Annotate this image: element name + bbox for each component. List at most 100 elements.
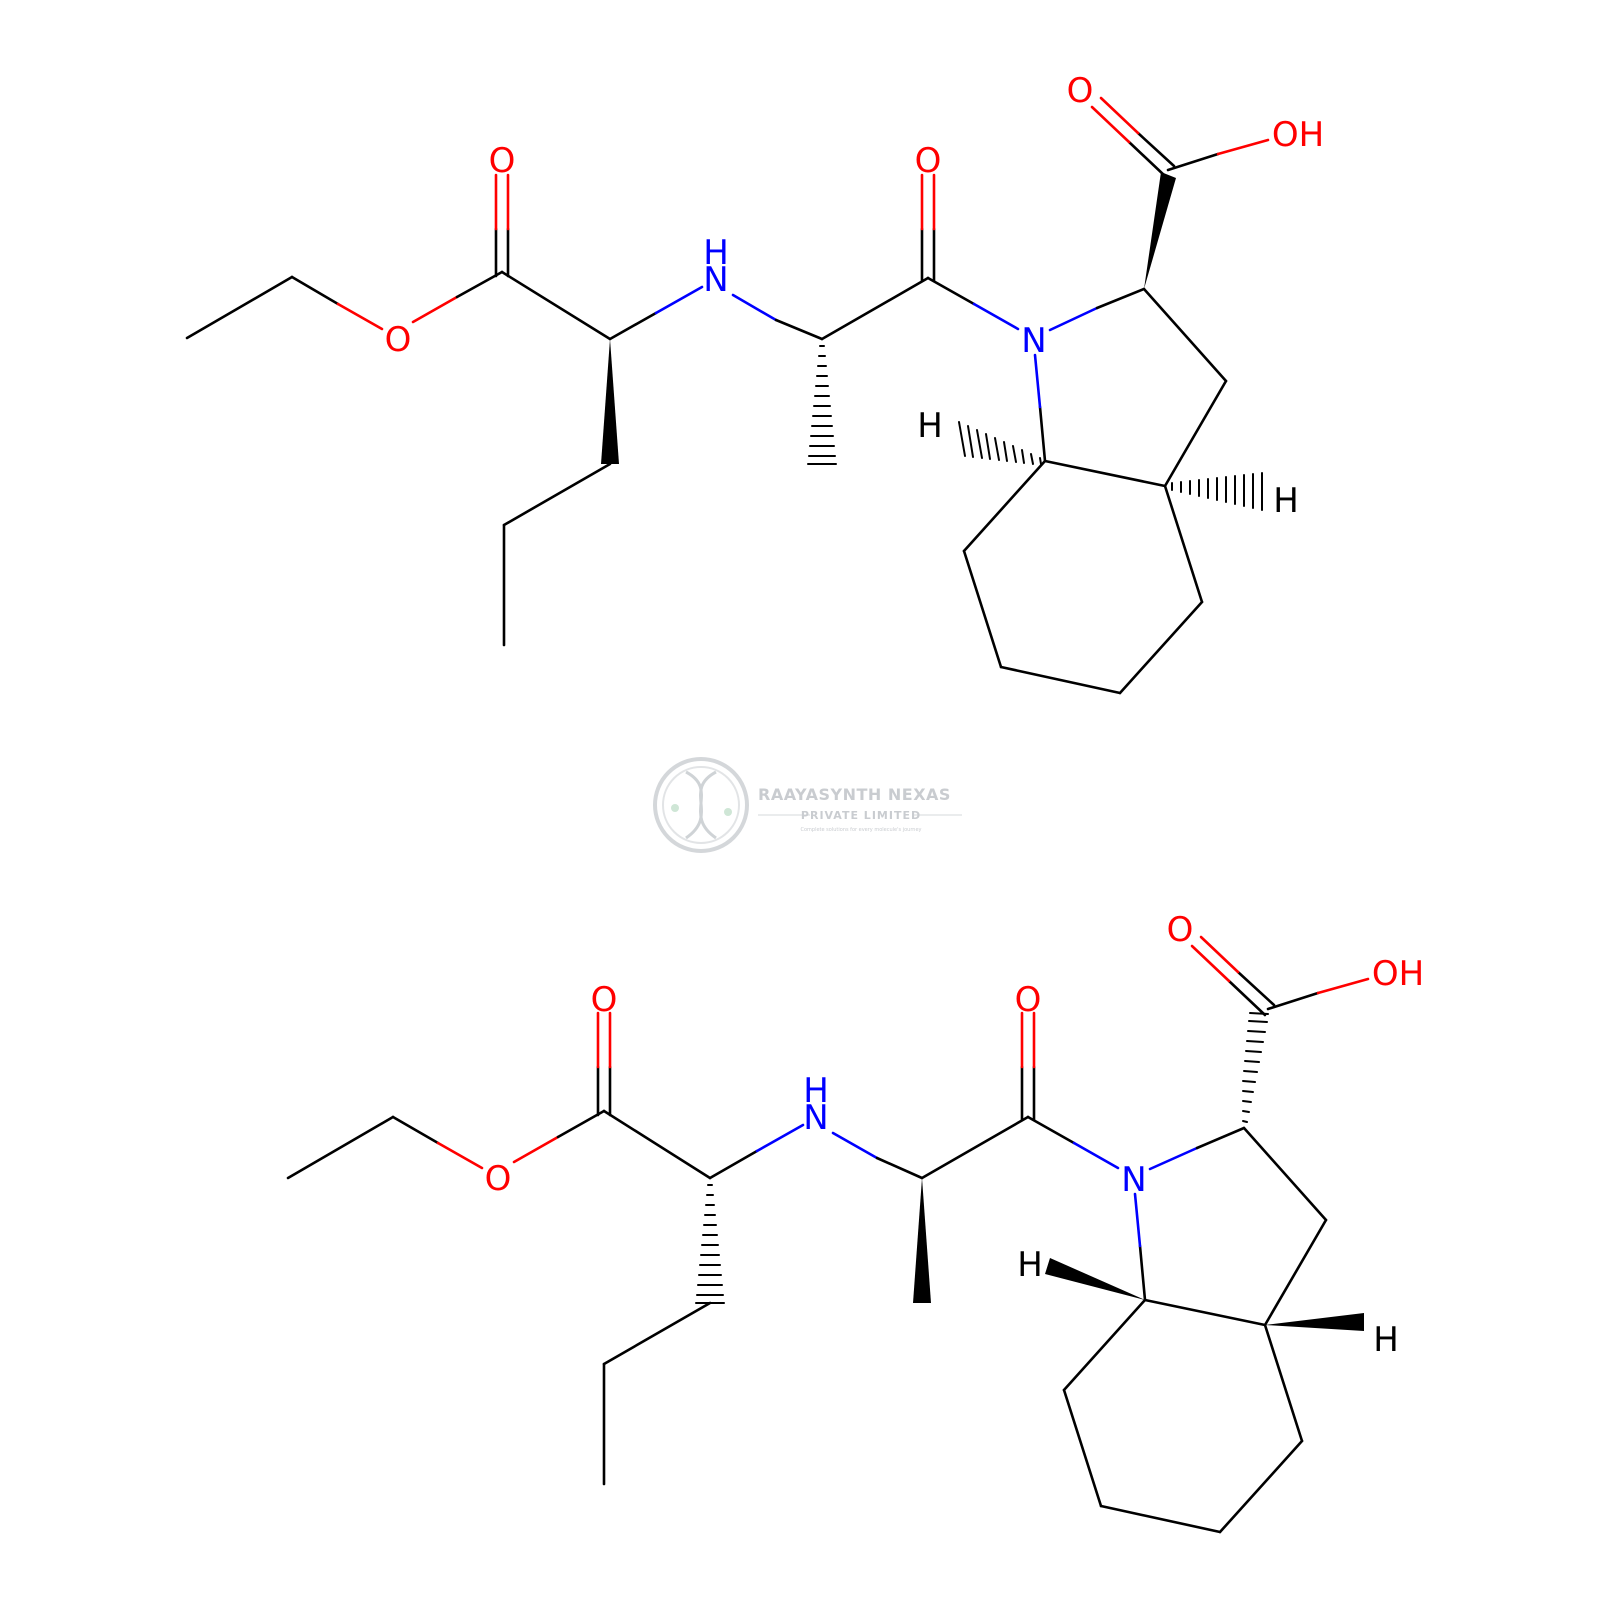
bond [1163,379,1228,488]
bond [455,270,504,299]
bond [500,270,612,341]
bond [962,459,1047,553]
bond [1199,935,1240,974]
bond [1095,287,1146,310]
bond [436,1141,484,1170]
hashed-bond [695,1184,725,1304]
bond [1133,1192,1142,1248]
bond [1216,138,1270,156]
bond [512,1135,560,1164]
logo-inner [662,766,740,844]
bond [962,549,1003,669]
atom-label-hydroxyl: OH [1372,954,1424,994]
watermark-tagline: Complete solutions for every molecule's … [801,827,922,833]
atom-label-hydrogen: H [703,233,729,273]
watermark-subtitle: PRIVATE LIMITED [801,809,921,822]
bond [1190,944,1231,983]
wedge-bond [1265,1313,1364,1331]
atom-label-hydrogen: H [1273,481,1299,521]
bond [1033,353,1042,409]
bond [1143,1298,1267,1327]
logo-ring [653,757,749,853]
molecule-dot-icon [671,804,679,812]
bond [1138,1244,1147,1302]
bond [286,1115,395,1180]
atom-label-oxygen: O [485,1159,512,1199]
bond [708,1149,759,1180]
atom-label-oxygen: O [915,141,942,181]
bond [1048,306,1099,332]
bond [1136,131,1176,168]
bond [831,1131,879,1160]
atom-label-oxygen: O [591,980,618,1020]
bond [185,275,294,340]
bond [411,295,459,324]
bond [774,318,824,341]
bond [654,285,704,315]
bond [1242,1126,1328,1222]
hashed-bond [807,345,837,465]
bond [1062,1388,1103,1508]
wedge-bond [1045,1258,1145,1300]
bond [755,1123,805,1153]
bond [972,302,1020,331]
bond [1163,484,1204,604]
atom-label-nitrogen: N [1121,1160,1146,1200]
bond [1166,152,1220,172]
bond [1026,1115,1076,1145]
atom-label-oxygen: O [1067,71,1094,111]
bond [1316,977,1370,995]
bond [391,1115,440,1145]
bond [731,293,778,322]
atom-label-oxygen: O [1015,980,1042,1020]
bond [999,665,1122,695]
atom-label-nitrogen: N [703,260,728,300]
bond [1099,1504,1222,1534]
hashed-bond [1171,472,1263,511]
bond [1236,970,1276,1007]
molecule-dot-icon [724,808,732,816]
bond [1118,600,1204,695]
atom-label-nitrogen: N [1021,321,1046,361]
bond [556,1109,606,1139]
wedge-bond [601,339,619,464]
dna-helix-icon [685,770,717,840]
bond [1266,991,1320,1011]
bond [602,1109,712,1180]
bond [608,311,658,341]
bond [1127,140,1167,178]
atom-label-oxygen: O [385,320,412,360]
bond [602,1301,712,1366]
wedge-bond [1144,172,1176,289]
atom-label-hydroxyl: OH [1272,115,1324,155]
bond [1062,1298,1147,1392]
atom-label-hydrogen: H [1373,1320,1399,1360]
bond [1099,96,1140,135]
company-watermark: RAAYASYNTH NEXAS PRIVATE LIMITED Complet… [653,757,962,853]
bond [820,276,930,341]
molecule-top: O O H N O N O OH H H [185,71,1324,695]
bond [1263,1218,1328,1327]
molecule-bottom: O O H N O N O OH H H [286,910,1424,1534]
atom-label-hydrogen: H [1017,1245,1043,1285]
wedge-bond [913,1178,931,1303]
bond [1218,1439,1304,1534]
bond [926,276,976,306]
atom-label-nitrogen: N [803,1098,828,1138]
bond [1090,105,1131,144]
atom-label-oxygen: O [489,141,516,181]
atom-label-hydrogen: H [803,1071,829,1111]
bond [1072,1141,1120,1170]
bond [290,275,340,306]
bond [920,1115,1030,1180]
hashed-bond [1242,1012,1269,1123]
hashed-bond [958,421,1042,465]
atom-label-hydrogen: H [917,406,943,446]
bond [502,462,612,527]
bond [1043,459,1167,488]
bond [1142,287,1228,383]
bond [1148,1146,1199,1171]
bond [1227,979,1267,1017]
bond [1195,1126,1246,1150]
